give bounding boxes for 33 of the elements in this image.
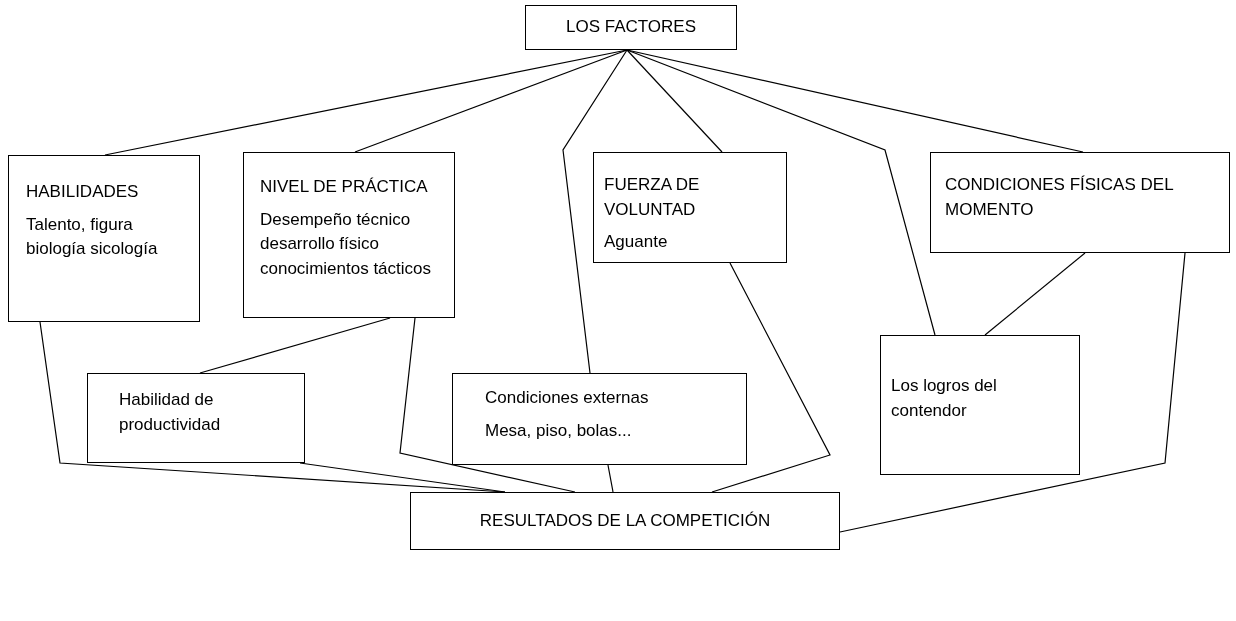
- text-box: [87, 373, 305, 463]
- text-box: [8, 155, 200, 322]
- connector-line: [607, 464, 614, 493]
- box-heading: FUERZA DE VOLUNTAD: [604, 174, 701, 221]
- connector-line: [839, 252, 1186, 533]
- box-text: Talento, figura biología sicología: [26, 213, 159, 261]
- box-text: CONDICIONES FÍSICAS DEL MOMENTO: [945, 174, 1174, 221]
- connector-line: [562, 49, 628, 374]
- box-heading: NIVEL DE PRÁCTICA: [260, 176, 429, 198]
- connector-line: [626, 49, 936, 336]
- text-box: [593, 152, 787, 263]
- box-text: Desempeño técnico desarrollo físico conocimientos tácticos: [260, 208, 433, 280]
- box-text: RESULTADOS DE LA COMPETICIÓN: [479, 509, 771, 532]
- box-text: Habilidad de productividad: [119, 389, 222, 436]
- connector-line: [984, 252, 1086, 336]
- box-text: Los logros del contendor: [891, 375, 998, 422]
- connector-line: [354, 49, 628, 153]
- box-heading: Condiciones externas: [485, 387, 650, 409]
- text-box: [452, 373, 747, 465]
- connector-line: [711, 262, 831, 493]
- text-box: [930, 152, 1230, 253]
- box-heading: HABILIDADES: [26, 181, 140, 203]
- text-box: [880, 335, 1080, 475]
- box-text: Aguante: [604, 231, 669, 254]
- connector-line: [399, 317, 576, 493]
- connector-line: [199, 317, 391, 374]
- text-box: [410, 492, 840, 550]
- box-text: Mesa, piso, bolas...: [485, 419, 633, 442]
- connector-line: [626, 49, 1084, 153]
- box-text: LOS FACTORES: [565, 16, 697, 39]
- text-box: [525, 5, 737, 50]
- text-box: [243, 152, 455, 318]
- connector-line: [626, 49, 723, 153]
